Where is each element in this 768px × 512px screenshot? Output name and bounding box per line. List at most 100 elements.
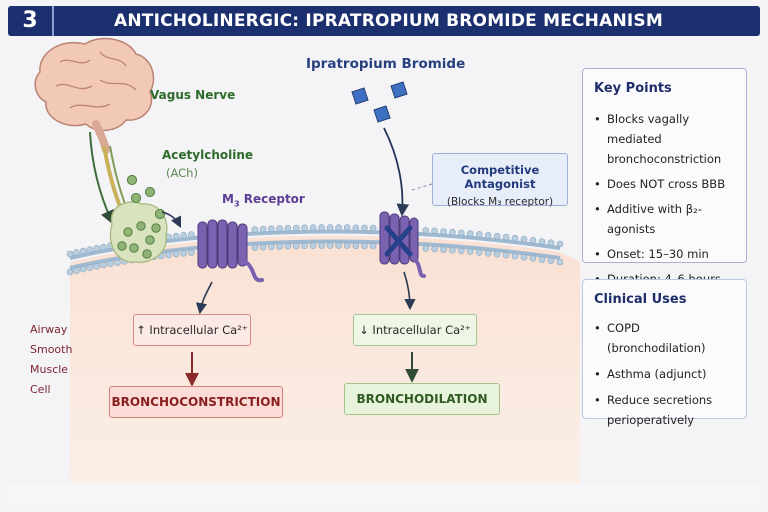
vagus-nerve-label: Vagus Nerve (150, 88, 236, 102)
lipid-head (431, 245, 438, 253)
lipid-head (86, 246, 94, 253)
lipid-head (73, 249, 80, 256)
lipid-head (251, 226, 259, 233)
smooth-muscle-cell (70, 235, 580, 484)
lipid-head (309, 224, 317, 231)
brain-icon (34, 37, 155, 154)
lipid-head (352, 242, 360, 250)
title-bar: 3 ANTICHOLINERGIC: IPRATROPIUM BROMIDE M… (8, 6, 760, 36)
m3-receptor-label: M3 Receptor (222, 192, 305, 209)
lipid-head (301, 224, 308, 232)
lipid-head (276, 225, 283, 232)
drug-name-label: Ipratropium Bromide (306, 56, 466, 72)
lipid-head (484, 250, 492, 257)
lipid-head (547, 257, 555, 265)
lipid-head (502, 233, 510, 241)
key-points-panel: Key Points Blocks vagally mediated bronc… (582, 68, 747, 289)
lipid-head (267, 243, 275, 251)
lipid-head (93, 262, 100, 270)
lipid-head (493, 232, 501, 240)
lipid-head (352, 224, 360, 232)
lipid-head (267, 225, 275, 233)
lipid-head (309, 242, 317, 249)
lipid-head (107, 260, 114, 268)
lipid-head (301, 242, 308, 250)
lipid-head (422, 245, 430, 252)
list-item: Onset: 15–30 min (593, 244, 740, 264)
list-item: Asthma (adjunct) (593, 364, 740, 384)
lipid-head (440, 228, 447, 235)
lipid-head (79, 265, 87, 273)
lipid-head (276, 243, 283, 250)
lipid-head (93, 245, 100, 252)
lipid-head (369, 242, 377, 250)
lipid-head (259, 243, 267, 251)
lipid-head (449, 246, 456, 254)
lipid-head (475, 231, 483, 238)
page-title: ANTICHOLINERGIC: IPRATROPIUM BROMIDE MEC… (114, 11, 663, 31)
lipid-head (457, 229, 465, 237)
lipid-head (475, 249, 483, 256)
lipid-head (86, 264, 94, 272)
lipid-head (369, 224, 377, 232)
lipid-head (318, 224, 325, 231)
lipid-head (318, 242, 325, 249)
block-x-icon (384, 225, 413, 257)
lipid-head (180, 232, 187, 239)
intracellular-calcium-increase-box: ↑ Intracellular Ca²⁺ (133, 314, 251, 346)
lipid-head (335, 224, 342, 231)
lipid-head (326, 224, 334, 231)
list-item: Does NOT cross BBB (593, 174, 740, 194)
lipid-head (259, 225, 267, 233)
cell-label: Airway Smooth Muscle Cell (30, 323, 73, 396)
ach-abbrev-label: (ACh) (166, 166, 198, 180)
lipid-head (431, 227, 438, 235)
lipid-head (529, 237, 537, 244)
key-points-list: Blocks vagally mediated bronchoconstrict… (593, 109, 740, 289)
slide-number: 3 (8, 6, 54, 36)
lipid-head (292, 224, 300, 232)
lipid-head (335, 242, 342, 249)
clinical-uses-panel: Clinical Uses COPD (bronchodilation) Ast… (582, 279, 747, 427)
lipid-head (511, 252, 519, 260)
lipid-head (449, 228, 456, 236)
lipid-head (73, 267, 80, 274)
list-item: Reduce secretions perioperatively (593, 390, 740, 430)
lipid-head (165, 251, 172, 259)
lipid-head (188, 249, 195, 256)
lipid-head (538, 238, 546, 245)
lipid-head (511, 234, 519, 242)
clinical-uses-list: COPD (bronchodilation) Asthma (adjunct) … (593, 318, 740, 430)
ipratropium-molecules (351, 81, 408, 123)
lipid-head (502, 251, 510, 259)
drug-arrow (383, 127, 410, 217)
clinical-uses-title: Clinical Uses (594, 292, 687, 307)
lipid-head (422, 227, 430, 234)
lipid-head (188, 231, 195, 238)
lipid-head (466, 230, 474, 237)
list-item: Blocks vagally mediated bronchoconstrict… (593, 109, 740, 169)
lipid-head (440, 246, 447, 253)
acetylcholine-molecules (117, 174, 166, 259)
lipid-head (251, 244, 259, 251)
lipid-head (538, 256, 546, 263)
bronchoconstriction-box: BRONCHOCONSTRICTION (109, 386, 283, 418)
lipid-head (343, 224, 351, 231)
lipid-head (520, 235, 528, 243)
lipid-head (284, 224, 292, 232)
list-item: COPD (bronchodilation) (593, 318, 740, 358)
lipid-head (172, 250, 180, 258)
lipid-head (114, 259, 121, 266)
lipid-head (457, 247, 465, 255)
acetylcholine-label: Acetylcholine (162, 148, 254, 162)
lipid-head (284, 242, 292, 250)
lipid-head (361, 224, 368, 232)
m3-receptor (197, 219, 264, 283)
lipid-head (520, 253, 528, 261)
lipid-head (66, 268, 74, 276)
lipid-head (547, 239, 555, 246)
bronchodilation-box: BRONCHODILATION (344, 383, 500, 415)
lipid-head (556, 240, 564, 248)
list-item: Additive with β₂-agonists (593, 199, 740, 239)
